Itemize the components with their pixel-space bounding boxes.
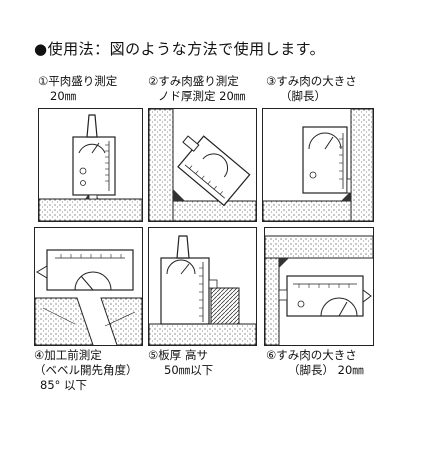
caption-2: ②すみ肉盛り測定 ノド厚測定 20㎜ [148,74,245,104]
panel-bevel-angle [34,227,143,346]
caption-2-line2: ノド厚測定 20㎜ [158,89,246,103]
panel-plate-thickness [148,227,257,346]
caption-4-line2: （ベベル開先角度） [34,363,138,377]
caption-1-line1: ①平肉盛り測定 [38,74,118,88]
panel-fillet-throat [148,108,257,222]
caption-6: ⑥すみ肉の大きさ （脚長） 20㎜ [266,348,364,378]
usage-heading: ●使用法：図のような方法で使用します。 [34,40,326,58]
caption-1: ①平肉盛り測定 20㎜ [38,74,117,104]
caption-4: ④加工前測定 （ベベル開先角度） 85° 以下 [34,348,138,393]
panel-fillet-leg-20 [264,227,374,346]
caption-3-line2: （脚長） [280,89,326,103]
caption-3: ③すみ肉の大きさ （脚長） [266,74,357,104]
caption-5: ⑤板厚 高サ 50㎜以下 [148,348,213,378]
caption-5-line1: ⑤板厚 高サ [148,348,208,362]
caption-6-line2: （脚長） 20㎜ [288,363,364,377]
caption-4-line3: 85° 以下 [40,378,88,392]
caption-3-line1: ③すみ肉の大きさ [266,74,357,88]
panel-fillet-leg [262,108,374,222]
caption-6-line1: ⑥すみ肉の大きさ [266,348,357,362]
caption-4-line1: ④加工前測定 [34,348,102,362]
caption-5-line2: 50㎜以下 [164,363,214,377]
caption-1-line2: 20㎜ [50,89,77,103]
panel-flat-weld [38,108,143,222]
caption-2-line1: ②すみ肉盛り測定 [148,74,239,88]
